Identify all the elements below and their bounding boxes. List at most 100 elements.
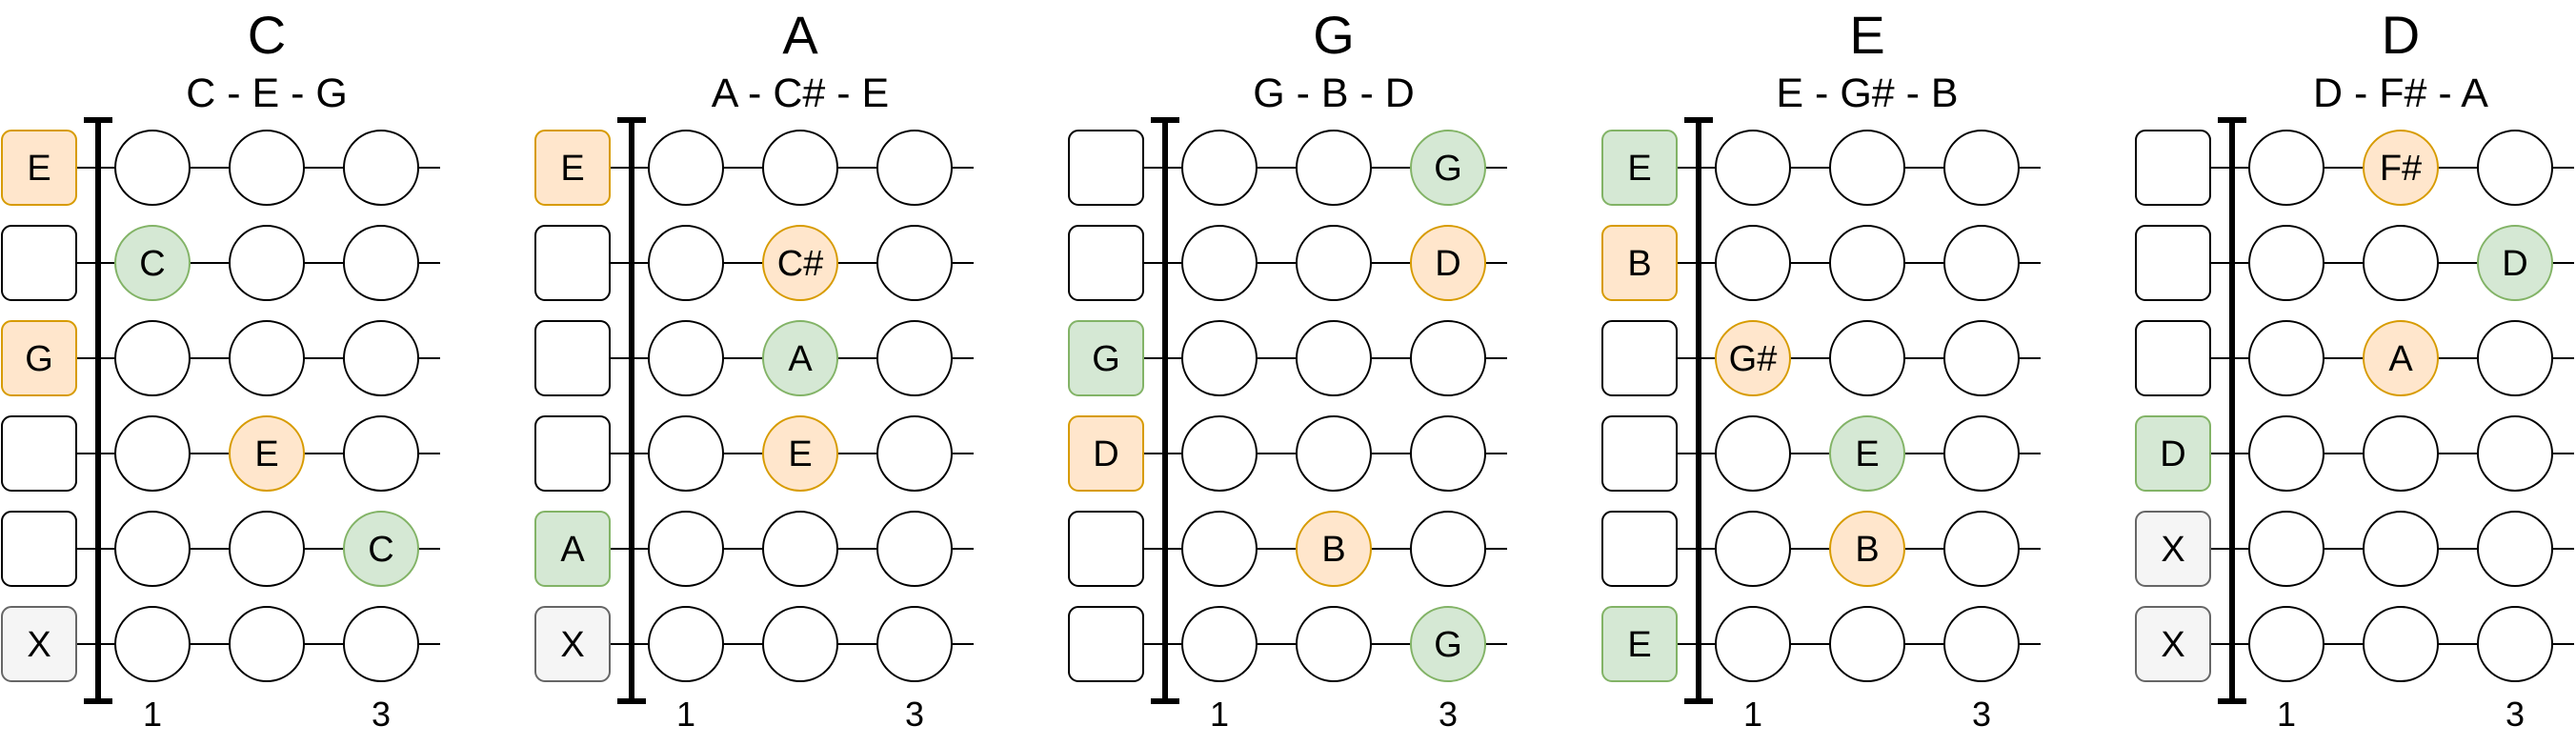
- chord-title: A: [782, 5, 818, 65]
- open-string-note: X: [27, 625, 50, 665]
- fret-circle: [1410, 606, 1486, 682]
- fret-circle: [114, 606, 191, 682]
- fret-circle: [1829, 130, 1905, 206]
- fret-circle: [343, 225, 419, 301]
- fret-number-label: 3: [2506, 695, 2525, 734]
- fret-circle: [648, 130, 724, 206]
- fret-circle: [229, 511, 305, 587]
- chord-title: D: [2382, 5, 2420, 65]
- chord-title: C: [248, 5, 286, 65]
- fret-circle: [648, 225, 724, 301]
- fret-circle: [343, 606, 419, 682]
- fret-circle: [2248, 130, 2324, 206]
- fret-circle: [2363, 511, 2439, 587]
- fret-note: G: [1434, 149, 1462, 189]
- fret-circle: [648, 415, 724, 492]
- fret-circle: [648, 511, 724, 587]
- fret-circle: [229, 415, 305, 492]
- fret-circle: [1181, 511, 1258, 587]
- open-string-note: G: [1092, 339, 1120, 379]
- fret-number-label: 3: [905, 695, 924, 734]
- fret-circle: [1296, 415, 1372, 492]
- open-string-box: [1601, 320, 1678, 396]
- open-string-box: [1601, 606, 1678, 682]
- fret-circle: [762, 606, 838, 682]
- open-string-box: [1068, 415, 1144, 492]
- fret-number-label: 1: [143, 695, 162, 734]
- chord-notes: E - G# - B: [1776, 71, 1958, 116]
- fret-circle: [762, 225, 838, 301]
- fret-circle: [1715, 320, 1791, 396]
- open-string-box: [1, 225, 77, 301]
- fret-note: E: [788, 434, 812, 474]
- open-string-box: [1, 130, 77, 206]
- open-string-note: A: [560, 530, 585, 570]
- fret-circle: [876, 225, 953, 301]
- fret-number-label: 3: [1439, 695, 1458, 734]
- fret-circle: [2248, 415, 2324, 492]
- fret-circle: [1829, 415, 1905, 492]
- fret-circle: [1829, 225, 1905, 301]
- chord-notes: A - C# - E: [712, 71, 889, 116]
- fret-circle: [1943, 225, 2020, 301]
- fret-number-label: 1: [1210, 695, 1229, 734]
- open-string-box: [2135, 130, 2211, 206]
- fret-circle: [229, 320, 305, 396]
- fret-circle: [1943, 511, 2020, 587]
- fret-circle: [2248, 606, 2324, 682]
- fret-number-label: 3: [372, 695, 391, 734]
- fret-circle: [2477, 511, 2553, 587]
- open-string-box: [534, 225, 611, 301]
- open-string-box: [1068, 606, 1144, 682]
- open-string-box: [1601, 511, 1678, 587]
- fret-circle: [2363, 225, 2439, 301]
- fret-note: D: [1435, 244, 1460, 284]
- fret-circle: [1296, 130, 1372, 206]
- open-string-note: E: [560, 149, 584, 189]
- open-string-box: [2135, 225, 2211, 301]
- fret-circle: [2477, 225, 2553, 301]
- fret-circle: [876, 606, 953, 682]
- fret-circle: [2248, 320, 2324, 396]
- fret-note: B: [1321, 530, 1345, 570]
- fret-circle: [1715, 511, 1791, 587]
- open-string-note: X: [560, 625, 584, 665]
- fret-note: E: [1855, 434, 1879, 474]
- fret-note: E: [254, 434, 278, 474]
- fret-circle: [648, 606, 724, 682]
- fret-note: B: [1855, 530, 1879, 570]
- fret-circle: [762, 320, 838, 396]
- fret-circle: [2477, 606, 2553, 682]
- fret-note: A: [2388, 339, 2413, 379]
- fret-note: A: [788, 339, 813, 379]
- fret-circle: [1181, 415, 1258, 492]
- open-string-box: [2135, 415, 2211, 492]
- fret-note: D: [2502, 244, 2527, 284]
- fret-note: F#: [2380, 149, 2422, 189]
- open-string-box: [1068, 511, 1144, 587]
- open-string-box: [1601, 415, 1678, 492]
- fret-circle: [2248, 225, 2324, 301]
- open-string-box: [1601, 130, 1678, 206]
- open-string-box: [1, 606, 77, 682]
- chord-notes: G - B - D: [1253, 71, 1415, 116]
- open-string-note: B: [1627, 244, 1651, 284]
- fret-circle: [1410, 130, 1486, 206]
- open-string-box: [1068, 130, 1144, 206]
- fret-circle: [229, 130, 305, 206]
- fret-circle: [114, 415, 191, 492]
- chord-title: E: [1849, 5, 1884, 65]
- chord-notes: D - F# - A: [2313, 71, 2488, 116]
- fret-note: C: [139, 244, 165, 284]
- fret-circle: [114, 511, 191, 587]
- chord-notes: C - E - G: [186, 71, 348, 116]
- open-string-box: [1068, 225, 1144, 301]
- open-string-note: G: [25, 339, 53, 379]
- fret-circle: [1181, 130, 1258, 206]
- open-string-box: [1, 320, 77, 396]
- fret-circle: [1410, 415, 1486, 492]
- fret-circle: [876, 511, 953, 587]
